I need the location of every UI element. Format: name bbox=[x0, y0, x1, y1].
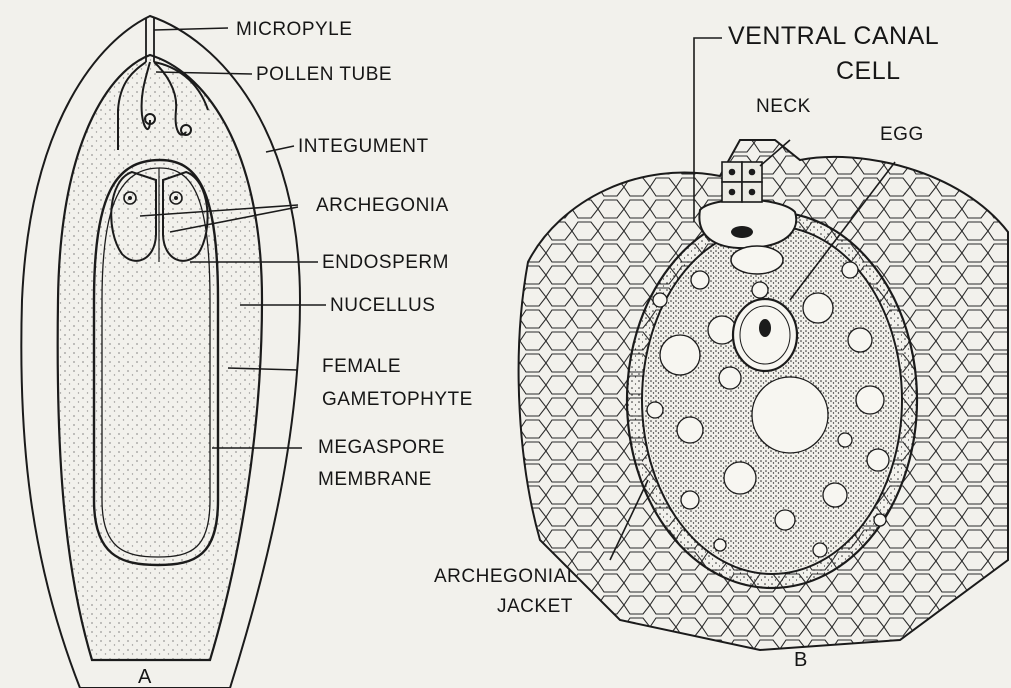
panel-letter-a: A bbox=[138, 666, 152, 688]
label-archegonial: ARCHEGONIAL bbox=[434, 566, 578, 587]
label-cell: CELL bbox=[836, 57, 901, 85]
label-archegonia: ARCHEGONIA bbox=[316, 195, 449, 216]
label-megaspore: MEGASPORE bbox=[318, 437, 445, 458]
egg-nucleus bbox=[733, 299, 797, 371]
label-female: FEMALE bbox=[322, 356, 401, 377]
label-neck: NECK bbox=[756, 96, 811, 117]
panel-letter-b: B bbox=[794, 649, 807, 671]
label-integument: INTEGUMENT bbox=[298, 136, 429, 157]
label-membrane: MEMBRANE bbox=[318, 469, 432, 490]
archegonial-neck bbox=[722, 162, 762, 202]
ovule-longitudinal-section bbox=[21, 16, 326, 688]
label-jacket: JACKET bbox=[497, 596, 573, 617]
archegonium-section bbox=[519, 38, 1008, 650]
label-gametophyte: GAMETOPHYTE bbox=[322, 389, 473, 410]
label-pollen-tube: POLLEN TUBE bbox=[256, 64, 392, 85]
label-nucellus: NUCELLUS bbox=[330, 295, 435, 316]
label-ventral-canal: VENTRAL CANAL bbox=[728, 22, 939, 50]
label-endosperm: ENDOSPERM bbox=[322, 252, 449, 273]
label-egg: EGG bbox=[880, 124, 924, 145]
label-micropyle: MICROPYLE bbox=[236, 19, 352, 40]
